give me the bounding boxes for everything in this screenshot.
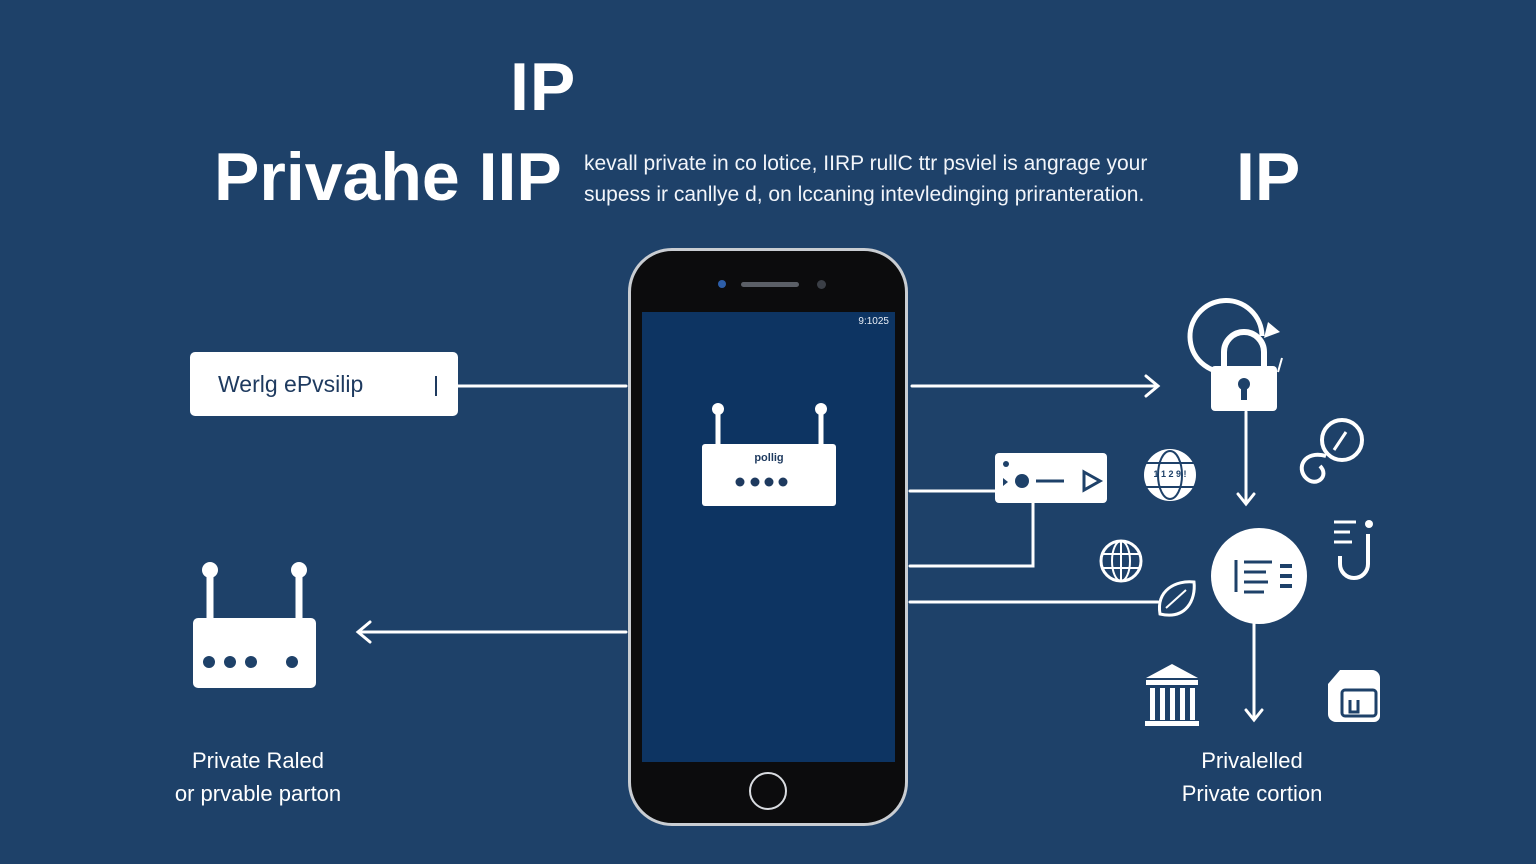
- top-ip-label: IP: [510, 49, 577, 125]
- arrow-head-left: [355, 620, 372, 644]
- description-line-1: kevall private in co lotice, IIRP rullC …: [584, 152, 1148, 175]
- key-search-icon: [1299, 418, 1364, 484]
- globe-number-label: 1 1 2 9 !: [1153, 469, 1187, 479]
- phone-router-label: pollig: [754, 452, 784, 464]
- right-caption-line-2: Private cortion: [1181, 781, 1323, 806]
- phone-router-icon: [702, 403, 836, 506]
- lock-icon: [1187, 298, 1283, 411]
- left-caption-line-2: or prvable parton: [174, 781, 342, 806]
- globe-icon: [1144, 449, 1196, 501]
- router-icon: [193, 562, 316, 688]
- search-input[interactable]: Werlg ePvsilip: [190, 352, 458, 416]
- page-title: Privahe IIP: [214, 139, 562, 215]
- phone-screen: 9:1025: [642, 312, 895, 762]
- right-ip-label: IP: [1236, 139, 1301, 215]
- arrow-head-down-2: [1244, 708, 1264, 723]
- media-device-icon: [995, 453, 1107, 503]
- arrow-head-down-1: [1236, 492, 1256, 507]
- document-list-icon: [1211, 528, 1307, 624]
- small-globe-icon: [1099, 539, 1143, 583]
- smartphone: 9:1025: [628, 248, 908, 826]
- right-caption-line-1: Privalelled: [1201, 748, 1303, 773]
- description: kevall private in co lotice, IIRP rullC …: [584, 148, 1147, 210]
- phone-sensor: [817, 280, 826, 289]
- bank-icon: [1145, 664, 1199, 726]
- card-icon: [1328, 670, 1380, 722]
- phone-speaker: [741, 282, 799, 287]
- list-hook-icon: [1334, 520, 1373, 580]
- text-cursor: [435, 376, 437, 396]
- leaf-icon: [1158, 580, 1196, 617]
- status-time: 9:1025: [858, 316, 889, 327]
- connector-device-phone: [908, 501, 1035, 568]
- description-line-2: supess ir canllye d, on lccaning intevle…: [584, 183, 1145, 206]
- front-camera: [718, 280, 726, 288]
- left-caption-line-1: Private Raled: [191, 748, 325, 773]
- left-caption: Private Raled or prvable parton: [130, 744, 386, 810]
- arrow-head-right: [1144, 374, 1161, 398]
- search-input-value: Werlg ePvsilip: [218, 371, 364, 397]
- home-button[interactable]: [749, 772, 787, 810]
- right-caption: Privalelled Private cortion: [1124, 744, 1380, 810]
